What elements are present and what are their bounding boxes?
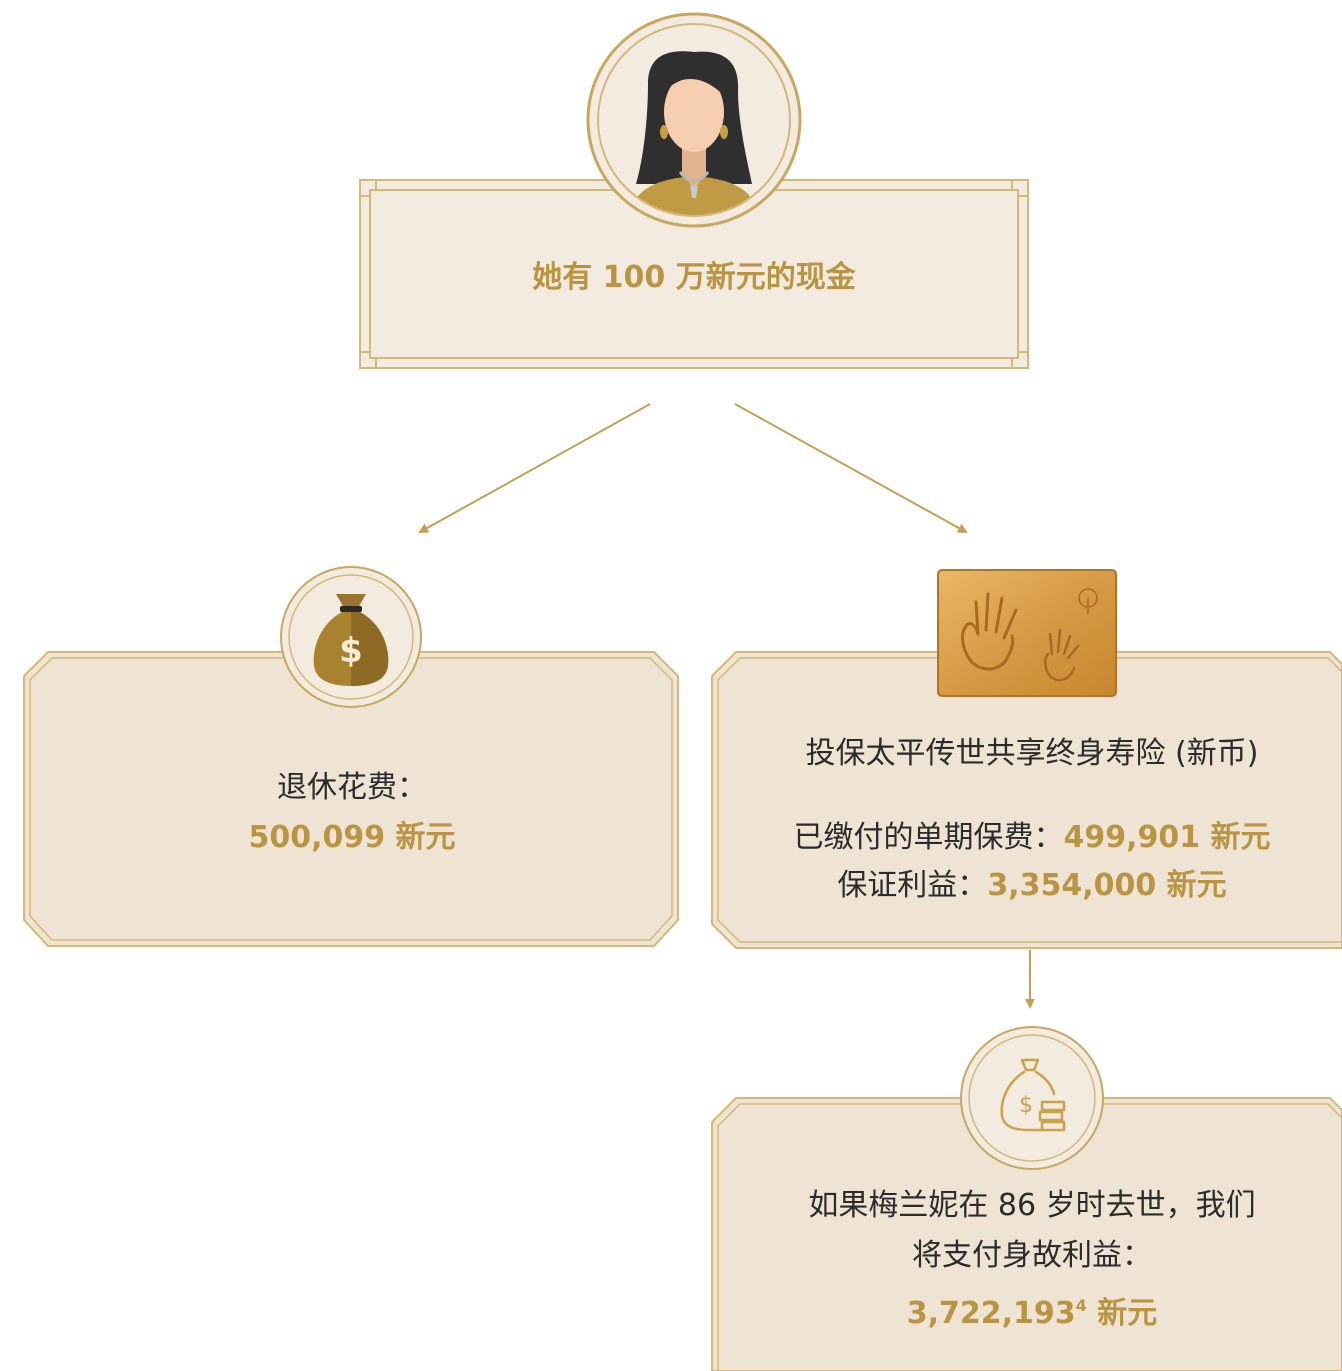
svg-text:$: $ — [339, 631, 363, 671]
handprint-plaque-icon — [937, 569, 1117, 697]
footnote-marker: 4 — [1075, 1296, 1087, 1315]
premium-line: 已缴付的单期保费：499,901 新元 — [712, 812, 1342, 856]
svg-text:$: $ — [1019, 1093, 1033, 1118]
retirement-label: 退休花费： — [277, 770, 427, 805]
death-benefit-amount: 3,722,193 — [906, 1296, 1076, 1331]
woman-avatar-icon — [586, 12, 802, 228]
premium-amount: 499,901 新元 — [1063, 820, 1271, 855]
top-title: 她有 100 万新元的现金 — [532, 260, 856, 295]
retirement-amount: 500,099 新元 — [248, 820, 456, 855]
death-benefit-amount-line: 3,722,1934 新元 — [712, 1288, 1342, 1332]
money-bag-icon: $ — [280, 566, 422, 708]
retirement-box — [23, 651, 679, 947]
premium-label: 已缴付的单期保费： — [793, 820, 1064, 855]
money-bag-coins-icon: $ — [960, 1026, 1104, 1170]
benefit-line: 保证利益：3,354,000 新元 — [712, 860, 1342, 904]
benefit-amount: 3,354,000 新元 — [987, 868, 1227, 903]
benefit-label: 保证利益： — [837, 868, 988, 903]
death-benefit-unit: 新元 — [1086, 1296, 1158, 1331]
death-benefit-line1: 如果梅兰妮在 86 岁时去世，我们 — [808, 1188, 1256, 1223]
death-benefit-line2: 将支付身故利益： — [912, 1238, 1152, 1273]
insurance-box — [711, 651, 1342, 949]
insurance-title: 投保太平传世共享终身寿险 (新币) — [805, 736, 1259, 771]
arrow-to-insurance — [734, 403, 968, 533]
arrow-to-retirement — [418, 403, 651, 533]
